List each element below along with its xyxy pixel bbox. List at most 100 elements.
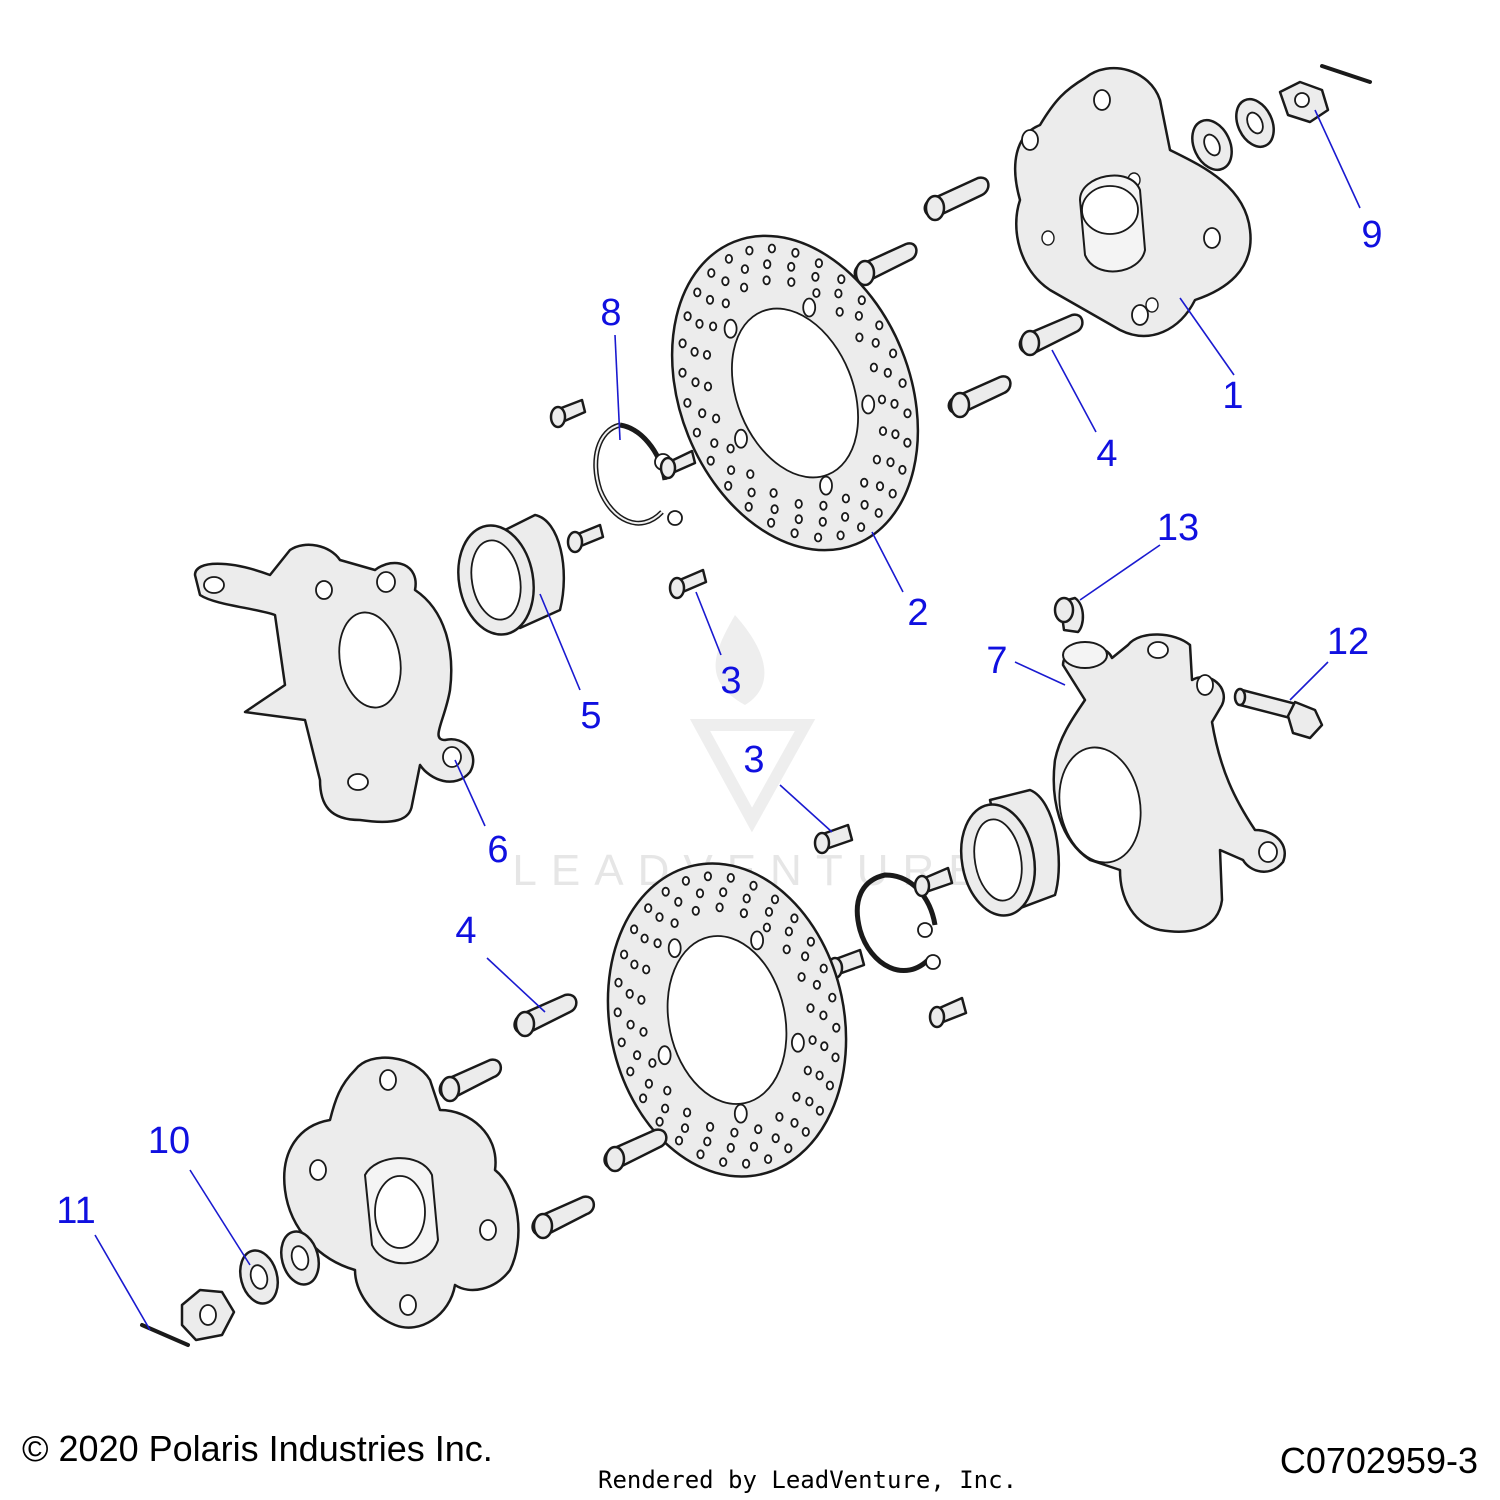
callout-10: 10: [148, 1120, 190, 1162]
disc-vent-hole: [775, 1112, 784, 1122]
callout-13: 13: [1157, 507, 1199, 549]
disc-vent-hole: [711, 413, 721, 424]
disc-vent-hole: [800, 951, 810, 962]
disc-vent-hole: [782, 944, 791, 955]
disc-vent-hole: [869, 362, 879, 373]
disc-vent-hole: [644, 1078, 654, 1089]
disc-vent-hole: [655, 912, 664, 922]
callout-2: 2: [907, 592, 928, 634]
disc-vent-hole: [721, 298, 730, 309]
disc-vent-hole: [764, 907, 774, 917]
disc-vent-hole: [836, 530, 845, 541]
disc-vent-hole: [763, 1154, 773, 1164]
disc-vent-hole: [854, 310, 864, 321]
callout-labels: 1 2 3 3 4 4 5 6 7 8 9 10 11 12 13: [56, 214, 1382, 1232]
disc-vent-hole: [747, 487, 756, 498]
disc-vent-hole: [898, 464, 907, 475]
disc-vent-hole: [837, 274, 846, 285]
diagram-code: C0702959-3: [1279, 1440, 1478, 1481]
disc-vent-hole: [703, 381, 713, 392]
disc-mount-hole: [802, 297, 817, 318]
disc-vent-hole: [630, 959, 639, 970]
disc-vent-hole: [681, 876, 691, 886]
disc-vent-hole: [903, 437, 912, 448]
disc-vent-hole: [832, 1022, 841, 1033]
disc-vent-hole: [762, 275, 771, 286]
disc-vent-hole: [674, 1135, 684, 1146]
disc-vent-hole: [794, 498, 803, 509]
disc-vent-hole: [784, 926, 794, 937]
disc-vent-hole: [705, 1121, 715, 1132]
disc-mount-hole: [657, 1045, 672, 1066]
disc-vent-hole: [762, 922, 772, 933]
disc-vent-hole: [638, 1093, 648, 1104]
lower-wheel-studs: [438, 993, 668, 1240]
disc-vent-hole: [790, 528, 799, 539]
disc-vent-hole: [805, 1096, 814, 1107]
disc-vent-hole: [739, 282, 749, 293]
disc-vent-hole: [871, 337, 880, 348]
disc-vent-hole: [724, 253, 734, 264]
disc-vent-hole: [678, 367, 687, 378]
disc-mount-hole: [723, 318, 738, 339]
disc-vent-hole: [640, 933, 649, 944]
disc-vent-hole: [806, 1003, 815, 1013]
disc-vent-hole: [707, 268, 716, 278]
disc-vent-hole: [745, 245, 754, 256]
disc-vent-hole: [614, 977, 623, 988]
disc-vent-hole: [639, 1027, 648, 1037]
disc-vent-hole: [682, 1107, 692, 1118]
plug-part-13: [1053, 596, 1085, 634]
disc-vent-hole: [642, 964, 651, 975]
disc-vent-hole: [791, 247, 800, 258]
disc-vent-hole: [749, 1141, 759, 1152]
disc-vent-hole: [790, 913, 799, 924]
disc-vent-hole: [683, 397, 692, 408]
disc-vent-hole: [754, 1124, 763, 1135]
disc-vent-hole: [806, 936, 816, 947]
lower-hub: [282, 1056, 520, 1329]
callout-3-lower: 3: [743, 739, 764, 781]
upper-brake-disc-part-2: [670, 234, 920, 552]
disc-vent-hole: [841, 493, 851, 504]
callout-5: 5: [580, 695, 601, 737]
disc-vent-hole: [740, 264, 750, 275]
disc-vent-hole: [877, 394, 887, 405]
disc-vent-hole: [632, 1050, 642, 1061]
disc-vent-hole: [663, 1085, 672, 1096]
disc-vent-hole: [724, 480, 733, 491]
disc-vent-hole: [820, 1041, 829, 1052]
disc-mount-hole: [667, 938, 682, 958]
disc-vent-hole: [814, 258, 824, 269]
leader-lines: [94, 109, 1361, 1331]
disc-vent-hole: [715, 902, 724, 913]
disc-vent-hole: [831, 1052, 840, 1063]
disc-vent-hole: [629, 924, 639, 935]
disc-vent-hole: [819, 500, 828, 511]
rendered-by-text: Rendered by LeadVenture, Inc.: [598, 1466, 1018, 1494]
disc-vent-hole: [828, 992, 837, 1003]
disc-vent-hole: [857, 295, 866, 306]
disc-vent-hole: [818, 516, 827, 527]
disc-vent-hole: [888, 488, 897, 499]
disc-vent-hole: [803, 1065, 812, 1076]
disc-vent-hole: [703, 1136, 712, 1147]
callout-7: 7: [986, 640, 1007, 682]
disc-vent-hole: [766, 517, 776, 528]
disc-vent-hole: [835, 306, 844, 317]
disc-vent-hole: [860, 499, 869, 510]
disc-vent-hole: [690, 346, 699, 357]
disc-vent-hole: [819, 1010, 828, 1021]
disc-vent-hole: [763, 259, 772, 270]
disc-vent-hole: [819, 963, 828, 974]
disc-vent-hole: [813, 532, 823, 543]
disc-vent-hole: [825, 1080, 835, 1091]
disc-mount-hole: [861, 394, 876, 415]
disc-vent-hole: [883, 367, 892, 378]
disc-vent-hole: [703, 871, 713, 882]
lower-brake-disc: [606, 862, 848, 1178]
disc-vent-hole: [886, 457, 895, 468]
disc-vent-hole: [769, 488, 778, 498]
disc-vent-hole: [771, 1133, 780, 1144]
